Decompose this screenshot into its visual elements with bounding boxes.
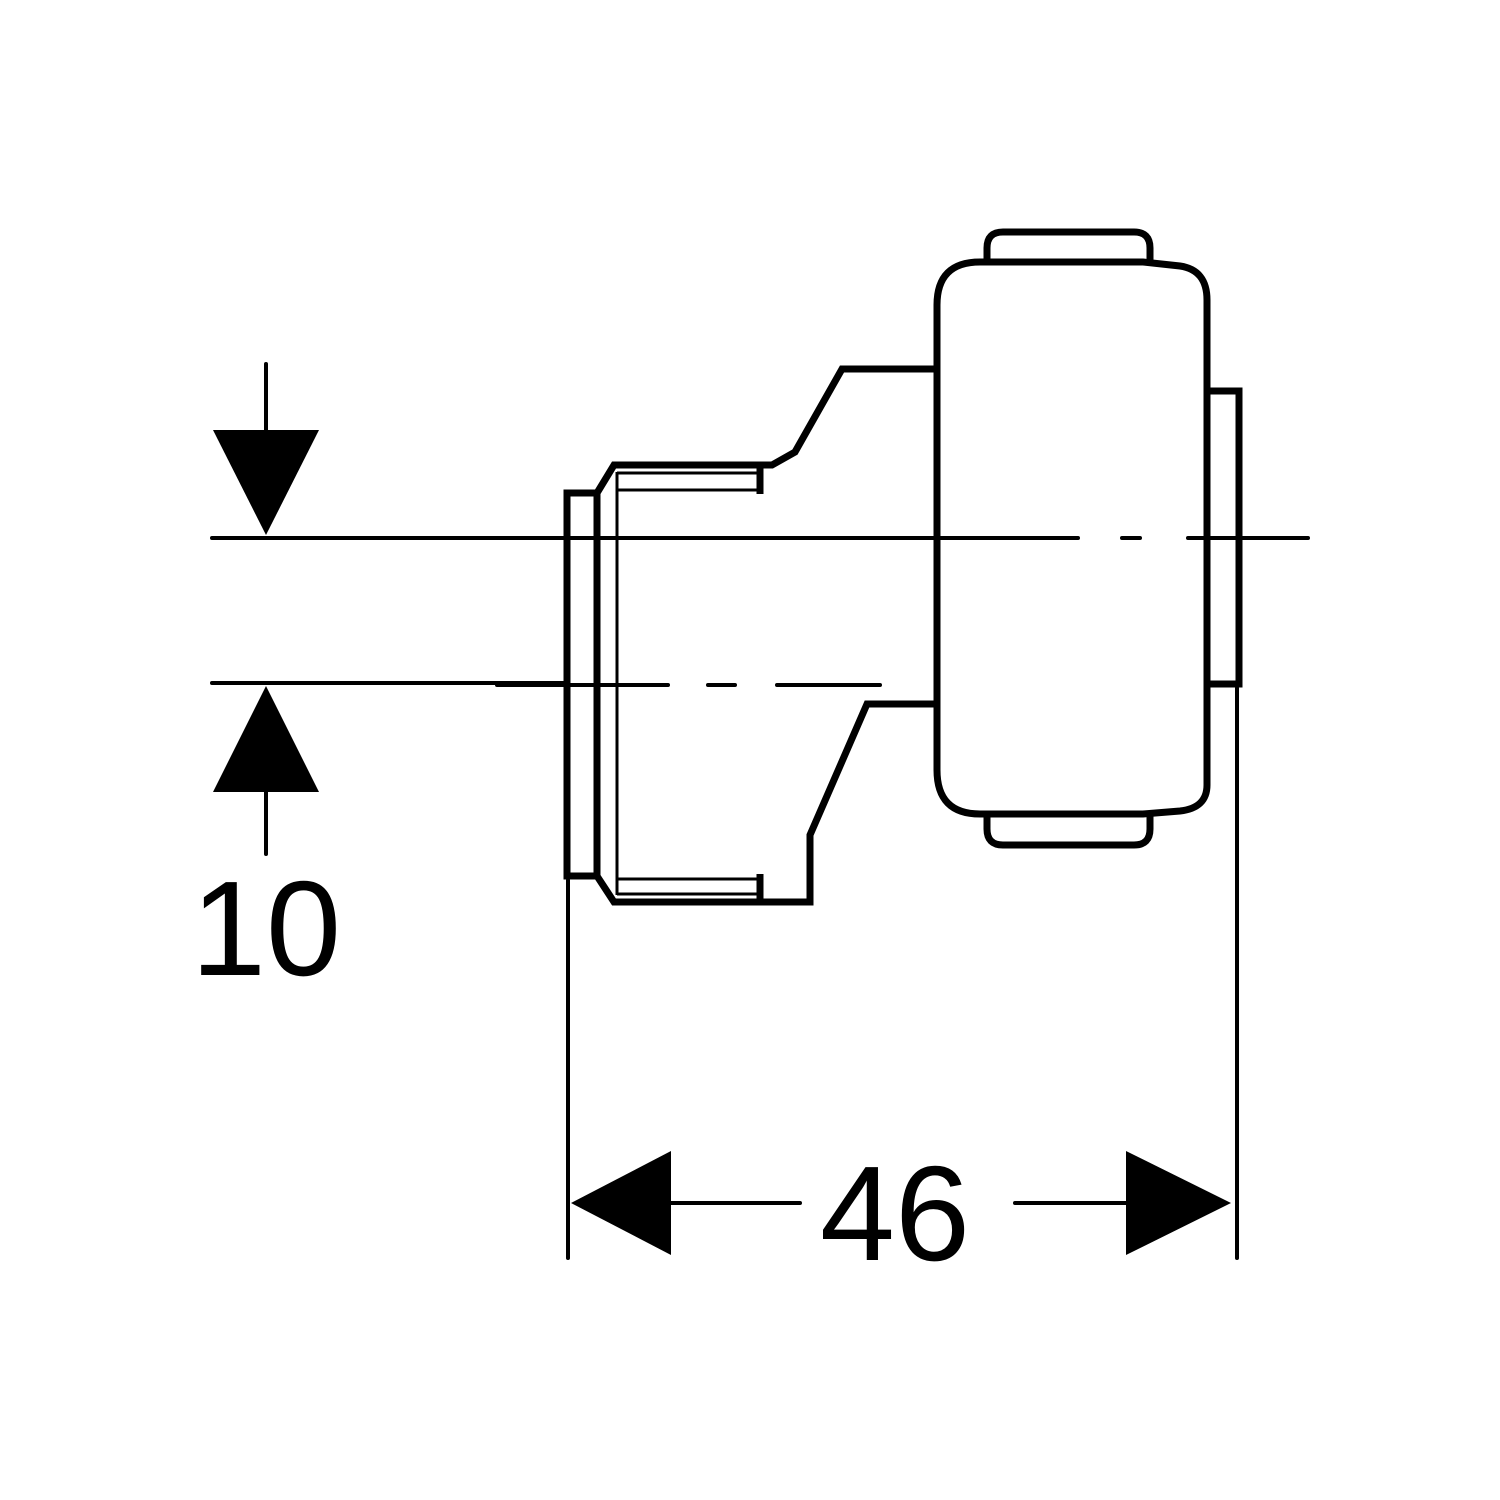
housing-top-cap [983,228,1154,264]
housing-bottom-cap [983,812,1154,849]
threaded-section-outline [594,365,935,495]
offset-up-arrow-icon [213,686,319,792]
threaded-section-outline-lower [594,700,935,906]
fitting-body [563,228,1243,906]
length-right-arrow-icon [1126,1151,1231,1255]
offset-dimension-label: 10 [191,853,341,1004]
length-dimension: 46 [566,686,1239,1289]
housing-right-plate [1203,387,1243,688]
main-housing [933,258,1211,818]
flange-ring [563,489,601,880]
centre-lines [495,536,1310,687]
offset-dimension: 10 [191,362,567,1004]
length-left-arrow-icon [571,1151,671,1255]
offset-down-arrow-icon [213,430,319,535]
length-dimension-label: 46 [820,1138,970,1289]
